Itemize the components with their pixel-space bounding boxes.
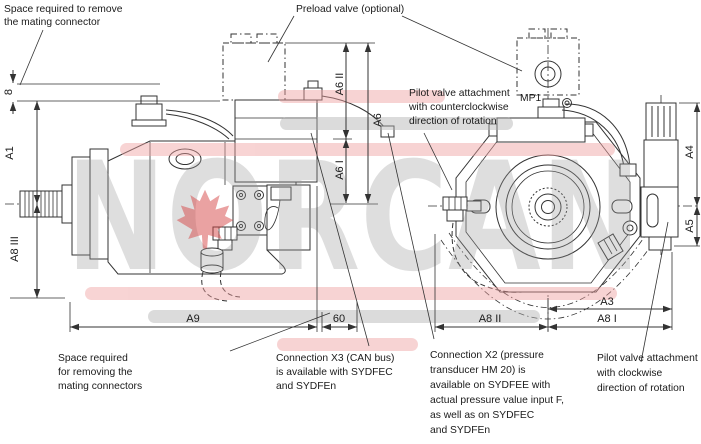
connector-cable <box>321 95 386 129</box>
dim-a5: A5 <box>684 219 696 232</box>
mounting-flange <box>71 148 109 260</box>
svg-text:Connection X3 (CAN bus): Connection X3 (CAN bus) <box>276 353 394 364</box>
svg-text:direction of rotation: direction of rotation <box>409 116 497 127</box>
svg-text:Pilot valve attachment: Pilot valve attachment <box>597 353 698 364</box>
hose-fitting <box>200 226 241 302</box>
dim-8: 8 <box>3 89 15 95</box>
annotation-space-top: Space required to remove the mating conn… <box>4 4 123 28</box>
dim-a8ii: A8 II <box>479 313 502 325</box>
svg-text:transducer HM 20) is: transducer HM 20) is <box>430 365 526 376</box>
leader-x2 <box>387 132 435 340</box>
right-pump-front-view <box>428 28 699 332</box>
leader-space-bottom <box>229 312 331 352</box>
pilot-valve-block <box>232 184 311 251</box>
annotations: Space required to remove the mating conn… <box>4 4 698 436</box>
maple-leaf-icon <box>176 189 234 249</box>
annotation-space-bottom: Space required for removing the mating c… <box>58 353 142 392</box>
dimensions: 8 A1 A8 III A6 II A6 I A6 A9 60 A8 II A8… <box>3 42 701 332</box>
pilot-valve-ccw-phantom <box>516 28 580 96</box>
cable <box>565 103 631 167</box>
leader-pilot-ccw <box>423 132 453 191</box>
svg-text:direction of rotation: direction of rotation <box>597 383 685 394</box>
annotation-x3: Connection X3 (CAN bus) is available wit… <box>276 353 394 392</box>
svg-text:with clockwise: with clockwise <box>596 368 663 379</box>
label-mp1: MP1 <box>520 93 541 104</box>
dim-a8iii: A8 III <box>9 236 21 262</box>
dim-a3: A3 <box>600 296 613 308</box>
annotation-preload: Preload valve (optional) <box>296 4 404 15</box>
shaft-spline <box>528 187 568 227</box>
dim-a6i: A6 I <box>334 160 346 180</box>
drain-fitting <box>597 220 638 261</box>
annotation-x2: Connection X2 (pressure transducer HM 20… <box>430 350 564 436</box>
left-elbow-fitting <box>442 196 523 293</box>
annotation-pilot-ccw: Pilot valve attachment with counterclock… <box>408 88 510 127</box>
svg-text:with counterclockwise: with counterclockwise <box>408 102 509 113</box>
dim-a1: A1 <box>4 146 16 159</box>
pilot-valve-cw-attachment <box>640 95 679 255</box>
svg-text:available on SYDFEE with: available on SYDFEE with <box>430 380 550 391</box>
svg-text:as well as on SYDFEC: as well as on SYDFEC <box>430 410 535 421</box>
svg-text:Space required: Space required <box>58 353 128 364</box>
svg-text:and SYDFEn: and SYDFEn <box>276 381 336 392</box>
right-port-slot <box>611 199 633 214</box>
svg-text:for removing the: for removing the <box>58 367 133 378</box>
svg-text:is available with SYDFEC: is available with SYDFEC <box>276 367 393 378</box>
svg-text:mating connectors: mating connectors <box>58 381 142 392</box>
dim-a6ii: A6 II <box>334 73 346 96</box>
leader-preload-right <box>401 15 523 72</box>
x2-connector <box>380 125 395 138</box>
svg-text:the mating connector: the mating connector <box>4 17 101 28</box>
solenoid-connector <box>131 95 234 140</box>
watermark-text: NORCAN <box>66 131 641 305</box>
control-valve <box>234 80 395 183</box>
svg-text:Space required to remove: Space required to remove <box>4 4 123 15</box>
leader-lines <box>19 15 669 363</box>
leader-space-top <box>19 29 44 86</box>
dim-a6: A6 <box>372 113 384 126</box>
annotation-pilot-cw: Pilot valve attachment with clockwise di… <box>596 353 698 394</box>
dim-a9: A9 <box>186 313 199 325</box>
leader-preload-left <box>267 15 295 63</box>
octagonal-housing <box>455 121 641 293</box>
preload-valve-phantom <box>222 33 286 101</box>
dim-a8i: A8 I <box>597 313 617 325</box>
drive-shaft <box>19 184 73 224</box>
top-valve-block <box>488 98 637 177</box>
svg-text:Pilot valve attachment: Pilot valve attachment <box>409 88 510 99</box>
left-pump-side-view <box>5 33 395 302</box>
svg-text:and SYDFEn: and SYDFEn <box>430 425 490 436</box>
svg-text:Connection X2 (pressure: Connection X2 (pressure <box>430 350 544 361</box>
dim-60: 60 <box>333 313 345 325</box>
mp1-gauge-port <box>537 106 565 119</box>
dim-a4: A4 <box>684 145 696 158</box>
svg-text:actual pressure value input F,: actual pressure value input F, <box>430 395 564 406</box>
leader-pilot-cw <box>640 221 669 363</box>
leader-x3 <box>310 132 370 347</box>
